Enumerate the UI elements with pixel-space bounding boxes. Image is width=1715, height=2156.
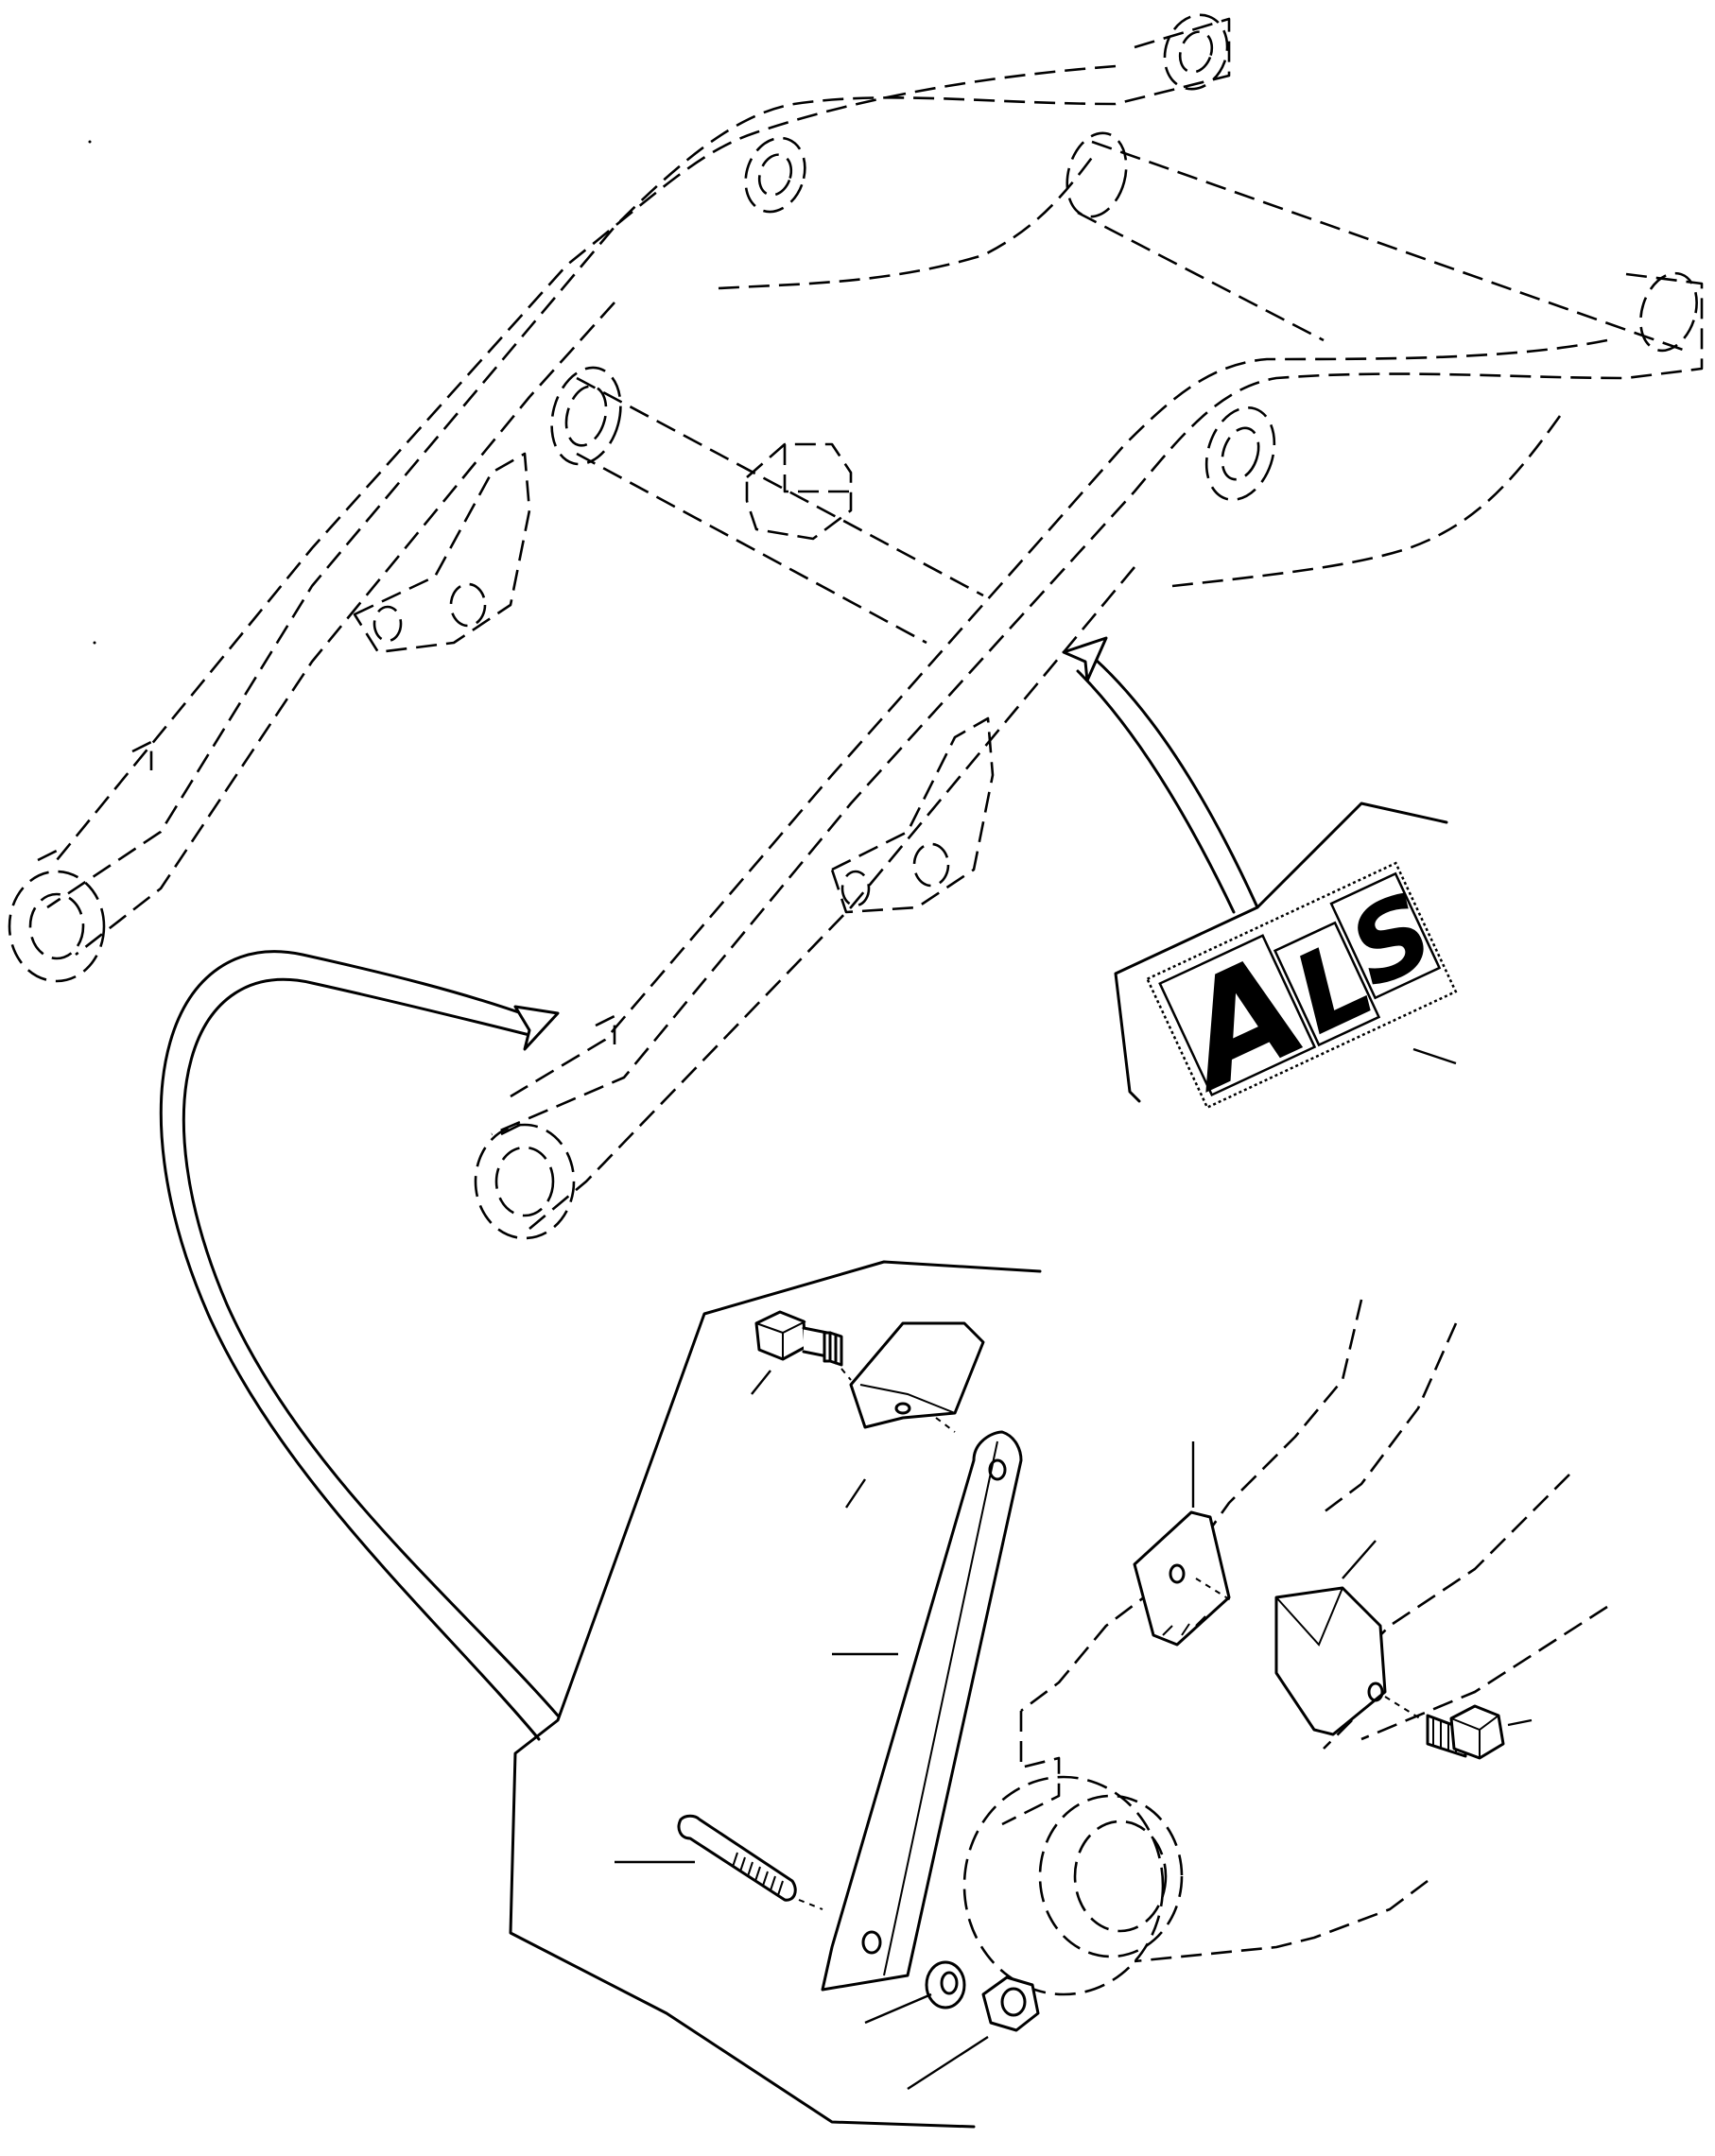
lower-arm-end-bore (1073, 1820, 1168, 1933)
leader-bracket-lower (1342, 1540, 1377, 1579)
lower-cross-tube-end (550, 366, 622, 466)
hex-bolt-upper (754, 1310, 843, 1367)
upper-cross-tube-end (1065, 131, 1128, 218)
mounting-bracket-upper-hole (894, 1402, 911, 1415)
mounting-plate-right (1133, 1510, 1231, 1647)
leader-nut (907, 2035, 989, 2091)
left-arm-end-bore (28, 892, 85, 960)
hex-nut (981, 1975, 1040, 2032)
link-bar (821, 1430, 1023, 1992)
lower-frame-outline (509, 1260, 1042, 2129)
leader-bolt-lower (1507, 1718, 1533, 1727)
link-bar-bottom-hole (861, 1930, 882, 1955)
detail-arrow-outer (182, 977, 560, 1717)
mounting-bracket-lower (1274, 1586, 1387, 1736)
threaded-stud (677, 1814, 797, 1902)
mounting-bracket-upper (849, 1321, 985, 1429)
right-arm-end-bore-outer (474, 1123, 576, 1240)
lower-arm-end-boss (1038, 1794, 1184, 1958)
leader-bolt-upper (751, 1370, 771, 1395)
upper-right-pivot-bore (1204, 406, 1276, 501)
right-gusset-hole (912, 842, 950, 888)
leader-washer (864, 1992, 932, 2025)
left-gusset-plate (353, 452, 531, 654)
lower-detail-frame (509, 1260, 1042, 2129)
upper-left-pivot-bore (744, 136, 806, 214)
decal-box-s (1329, 871, 1442, 1000)
als-decal-detail: A L S (1114, 802, 1458, 1124)
decal-leader (1412, 1047, 1457, 1065)
decal-box-l (1273, 921, 1381, 1047)
decal-box-a (1158, 934, 1317, 1097)
right-arm-end-bore (494, 1146, 555, 1217)
left-gusset-hole (449, 582, 487, 628)
lock-washer (925, 1960, 966, 2009)
decal-arrow (1085, 650, 1259, 909)
link-bar-top-hole (988, 1458, 1007, 1481)
scan-speck (88, 140, 92, 144)
top-pivot-bore (1163, 13, 1229, 91)
mounting-bracket-lower-hole (1367, 1682, 1384, 1702)
parts (677, 1310, 1505, 2032)
als-decal: A L S (1145, 861, 1458, 1124)
loader-arm-frame (8, 13, 1704, 1240)
left-arm-end-bore-outer (8, 870, 106, 983)
center-bracket (745, 442, 853, 541)
leader-lines (615, 1370, 1533, 2091)
hex-bolt-lower (1426, 1704, 1505, 1760)
lower-arm-end-boss-outer (962, 1775, 1165, 1996)
scan-speck (93, 641, 96, 645)
detail-arrow-head (513, 1005, 560, 1051)
decal-arrow-head (1062, 636, 1108, 682)
right-gusset-plate (830, 716, 995, 914)
decal-frame-outline (1114, 802, 1448, 1103)
leader-bracket-upper (845, 1478, 866, 1509)
callout-arrows (159, 636, 1259, 1741)
